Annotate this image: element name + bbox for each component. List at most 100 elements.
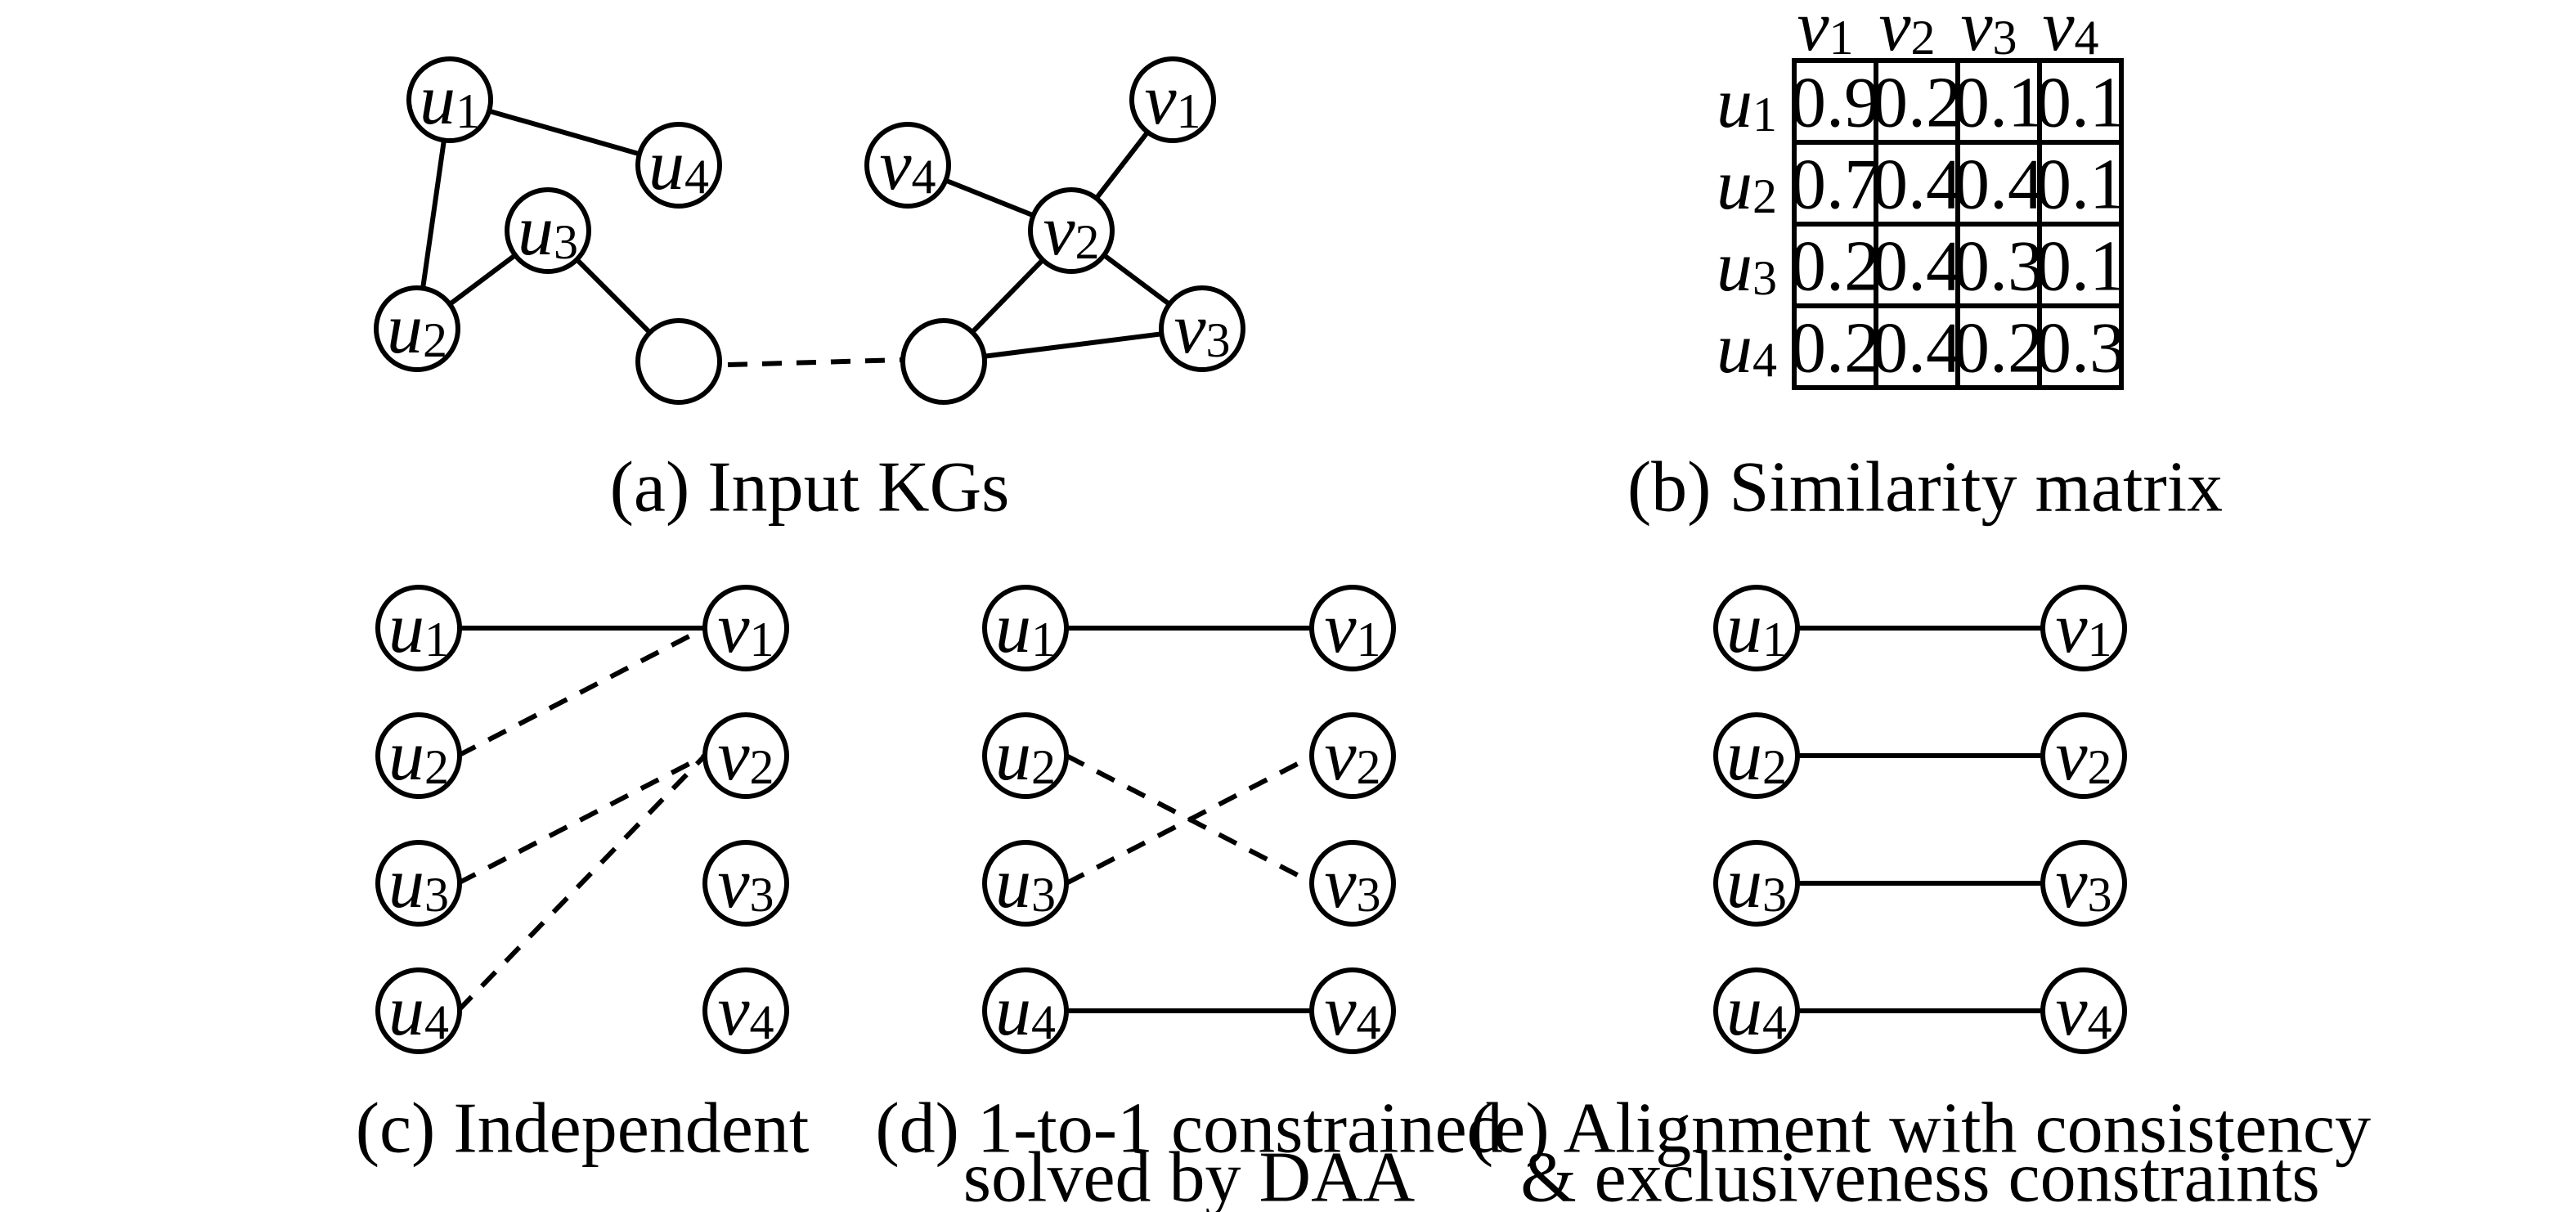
- svg-text:v3: v3: [717, 844, 774, 923]
- caption-d-line1: (d) 1-to-1 constrained: [875, 1089, 1502, 1169]
- svg-text:v3: v3: [2055, 844, 2112, 923]
- matrix-col-header-v4: v4: [2042, 0, 2098, 66]
- node-letter: u: [518, 191, 554, 271]
- matrix-cell: 0.4: [1872, 227, 1962, 307]
- caption-e-line2: & exclusiveness constraints: [1520, 1138, 2320, 1212]
- svg-text:v1: v1: [717, 589, 774, 668]
- node-u1: u1: [982, 585, 1069, 671]
- node-letter: u: [648, 126, 684, 205]
- node-letter: v: [1144, 61, 1177, 140]
- match-u3-v2: [456, 753, 707, 886]
- matrix-cell: 0.4: [1954, 146, 2044, 225]
- svg-text:u2: u2: [995, 716, 1056, 796]
- svg-text:v4: v4: [2055, 972, 2112, 1051]
- node-letter: v: [879, 126, 912, 205]
- kg-node-v4: v4: [864, 122, 951, 209]
- matrix-col-header-v1: v1: [1797, 0, 1853, 66]
- svg-text:u1: u1: [420, 61, 480, 140]
- caption-a: (a) Input KGs: [610, 448, 1010, 527]
- svg-text:u4: u4: [995, 972, 1056, 1051]
- svg-text:v1: v1: [1324, 589, 1380, 668]
- node-v4: v4: [2040, 967, 2127, 1054]
- svg-text:u3: u3: [1726, 844, 1787, 923]
- svg-text:u2: u2: [388, 716, 449, 796]
- matrix-grid: [1792, 58, 2124, 390]
- svg-text:u4: u4: [648, 126, 709, 205]
- node-letter: v: [1043, 191, 1075, 271]
- svg-text:u4: u4: [388, 972, 449, 1051]
- matrix-cell: 0.4: [1872, 146, 1962, 225]
- node-u4: u4: [982, 967, 1069, 1054]
- node-u2: u2: [982, 712, 1069, 799]
- kg-node-v3: v3: [1159, 285, 1245, 372]
- node-v1: v1: [702, 585, 789, 671]
- matrix-cell: 0.1: [1954, 64, 2044, 143]
- panel-input-kgs: u1 u4 u3 u2 v4 v1 v2: [374, 56, 1245, 527]
- matrix-row-header-u4: u4: [1717, 309, 1777, 388]
- node-u1: u1: [1713, 585, 1800, 671]
- node-index: 2: [423, 313, 447, 367]
- kg-node-blank-left: [635, 318, 722, 405]
- panel-one-to-one: u1 u2 u3 u4 v1 v2 v3 v4 (d) 1-to-1 const…: [875, 585, 1503, 1212]
- svg-text:u2: u2: [1726, 716, 1787, 796]
- matrix-row-header-u3: u3: [1717, 227, 1777, 307]
- svg-text:v3: v3: [1324, 844, 1380, 923]
- matrix-cell: 0.2: [1790, 227, 1880, 307]
- node-v2: v2: [1309, 712, 1396, 799]
- matrix-row-2: 0.7 0.4 0.4 0.1: [1790, 146, 2125, 225]
- kg-node-blank-right: [900, 318, 987, 405]
- matrix-cell: 0.2: [1954, 309, 2044, 388]
- panel-consistency-alignment: u1 u2 u3 u4 v1 v2 v3 v4 (e) Alignment wi…: [1470, 585, 2371, 1212]
- svg-text:u1: u1: [388, 589, 449, 668]
- kg-node-u4: u4: [635, 122, 722, 209]
- node-v4: v4: [702, 967, 789, 1054]
- svg-text:v2: v2: [1324, 716, 1380, 796]
- node-letter: u: [420, 61, 456, 140]
- node-letter: v: [1174, 290, 1206, 369]
- matrix-cell: 0.7: [1790, 146, 1880, 225]
- matrix-row-header-u2: u2: [1717, 146, 1777, 225]
- svg-text:v1: v1: [1144, 61, 1200, 140]
- svg-text:v2: v2: [2055, 716, 2112, 796]
- svg-text:v2: v2: [717, 716, 774, 796]
- node-v3: v3: [1309, 840, 1396, 927]
- svg-text:v2: v2: [1043, 191, 1099, 271]
- node-index: 1: [456, 84, 480, 138]
- svg-text:u1: u1: [995, 589, 1056, 668]
- node-index: 4: [912, 150, 936, 204]
- kg-cross-link: [727, 357, 904, 367]
- matrix-cell: 0.9: [1790, 64, 1880, 143]
- node-v2: v2: [702, 712, 789, 799]
- svg-text:u4: u4: [1726, 972, 1787, 1051]
- svg-text:v3: v3: [1174, 290, 1230, 369]
- svg-text:u3: u3: [995, 844, 1056, 923]
- svg-text:u1: u1: [1726, 589, 1787, 668]
- matrix-row-1: 0.9 0.2 0.1 0.1: [1790, 64, 2125, 143]
- matrix-col-header-v3: v3: [1960, 0, 2017, 66]
- node-u4: u4: [1713, 967, 1800, 1054]
- kg-node-v2: v2: [1028, 187, 1115, 274]
- svg-text:u3: u3: [388, 844, 449, 923]
- node-u3: u3: [375, 840, 462, 927]
- node-u1: u1: [375, 585, 462, 671]
- node-v4: v4: [1309, 967, 1396, 1054]
- caption-c: (c) Independent: [356, 1089, 810, 1169]
- node-index: 4: [684, 150, 709, 204]
- svg-text:v4: v4: [1324, 972, 1380, 1051]
- panel-similarity-matrix: v1 v2 v3 v4 u1 u2 u3 u4 0.9 0.2 0.1 0.1 …: [1627, 0, 2223, 527]
- node-index: 3: [554, 215, 578, 269]
- node-v1: v1: [2040, 585, 2127, 671]
- matrix-row-3: 0.2 0.4 0.3 0.1: [1790, 227, 2125, 307]
- node-u2: u2: [375, 712, 462, 799]
- match-u2-v1: [456, 626, 707, 758]
- node-v3: v3: [2040, 840, 2127, 927]
- matrix-row-header-u1: u1: [1717, 64, 1777, 143]
- svg-text:u2: u2: [387, 290, 447, 369]
- node-u2: u2: [1713, 712, 1800, 799]
- matrix-cell: 0.2: [1872, 64, 1962, 143]
- matrix-cell: 0.1: [2035, 227, 2125, 307]
- node-v2: v2: [2040, 712, 2127, 799]
- kg-node-u2: u2: [374, 285, 460, 372]
- caption-e-line1: (e) Alignment with consistency: [1470, 1089, 2371, 1169]
